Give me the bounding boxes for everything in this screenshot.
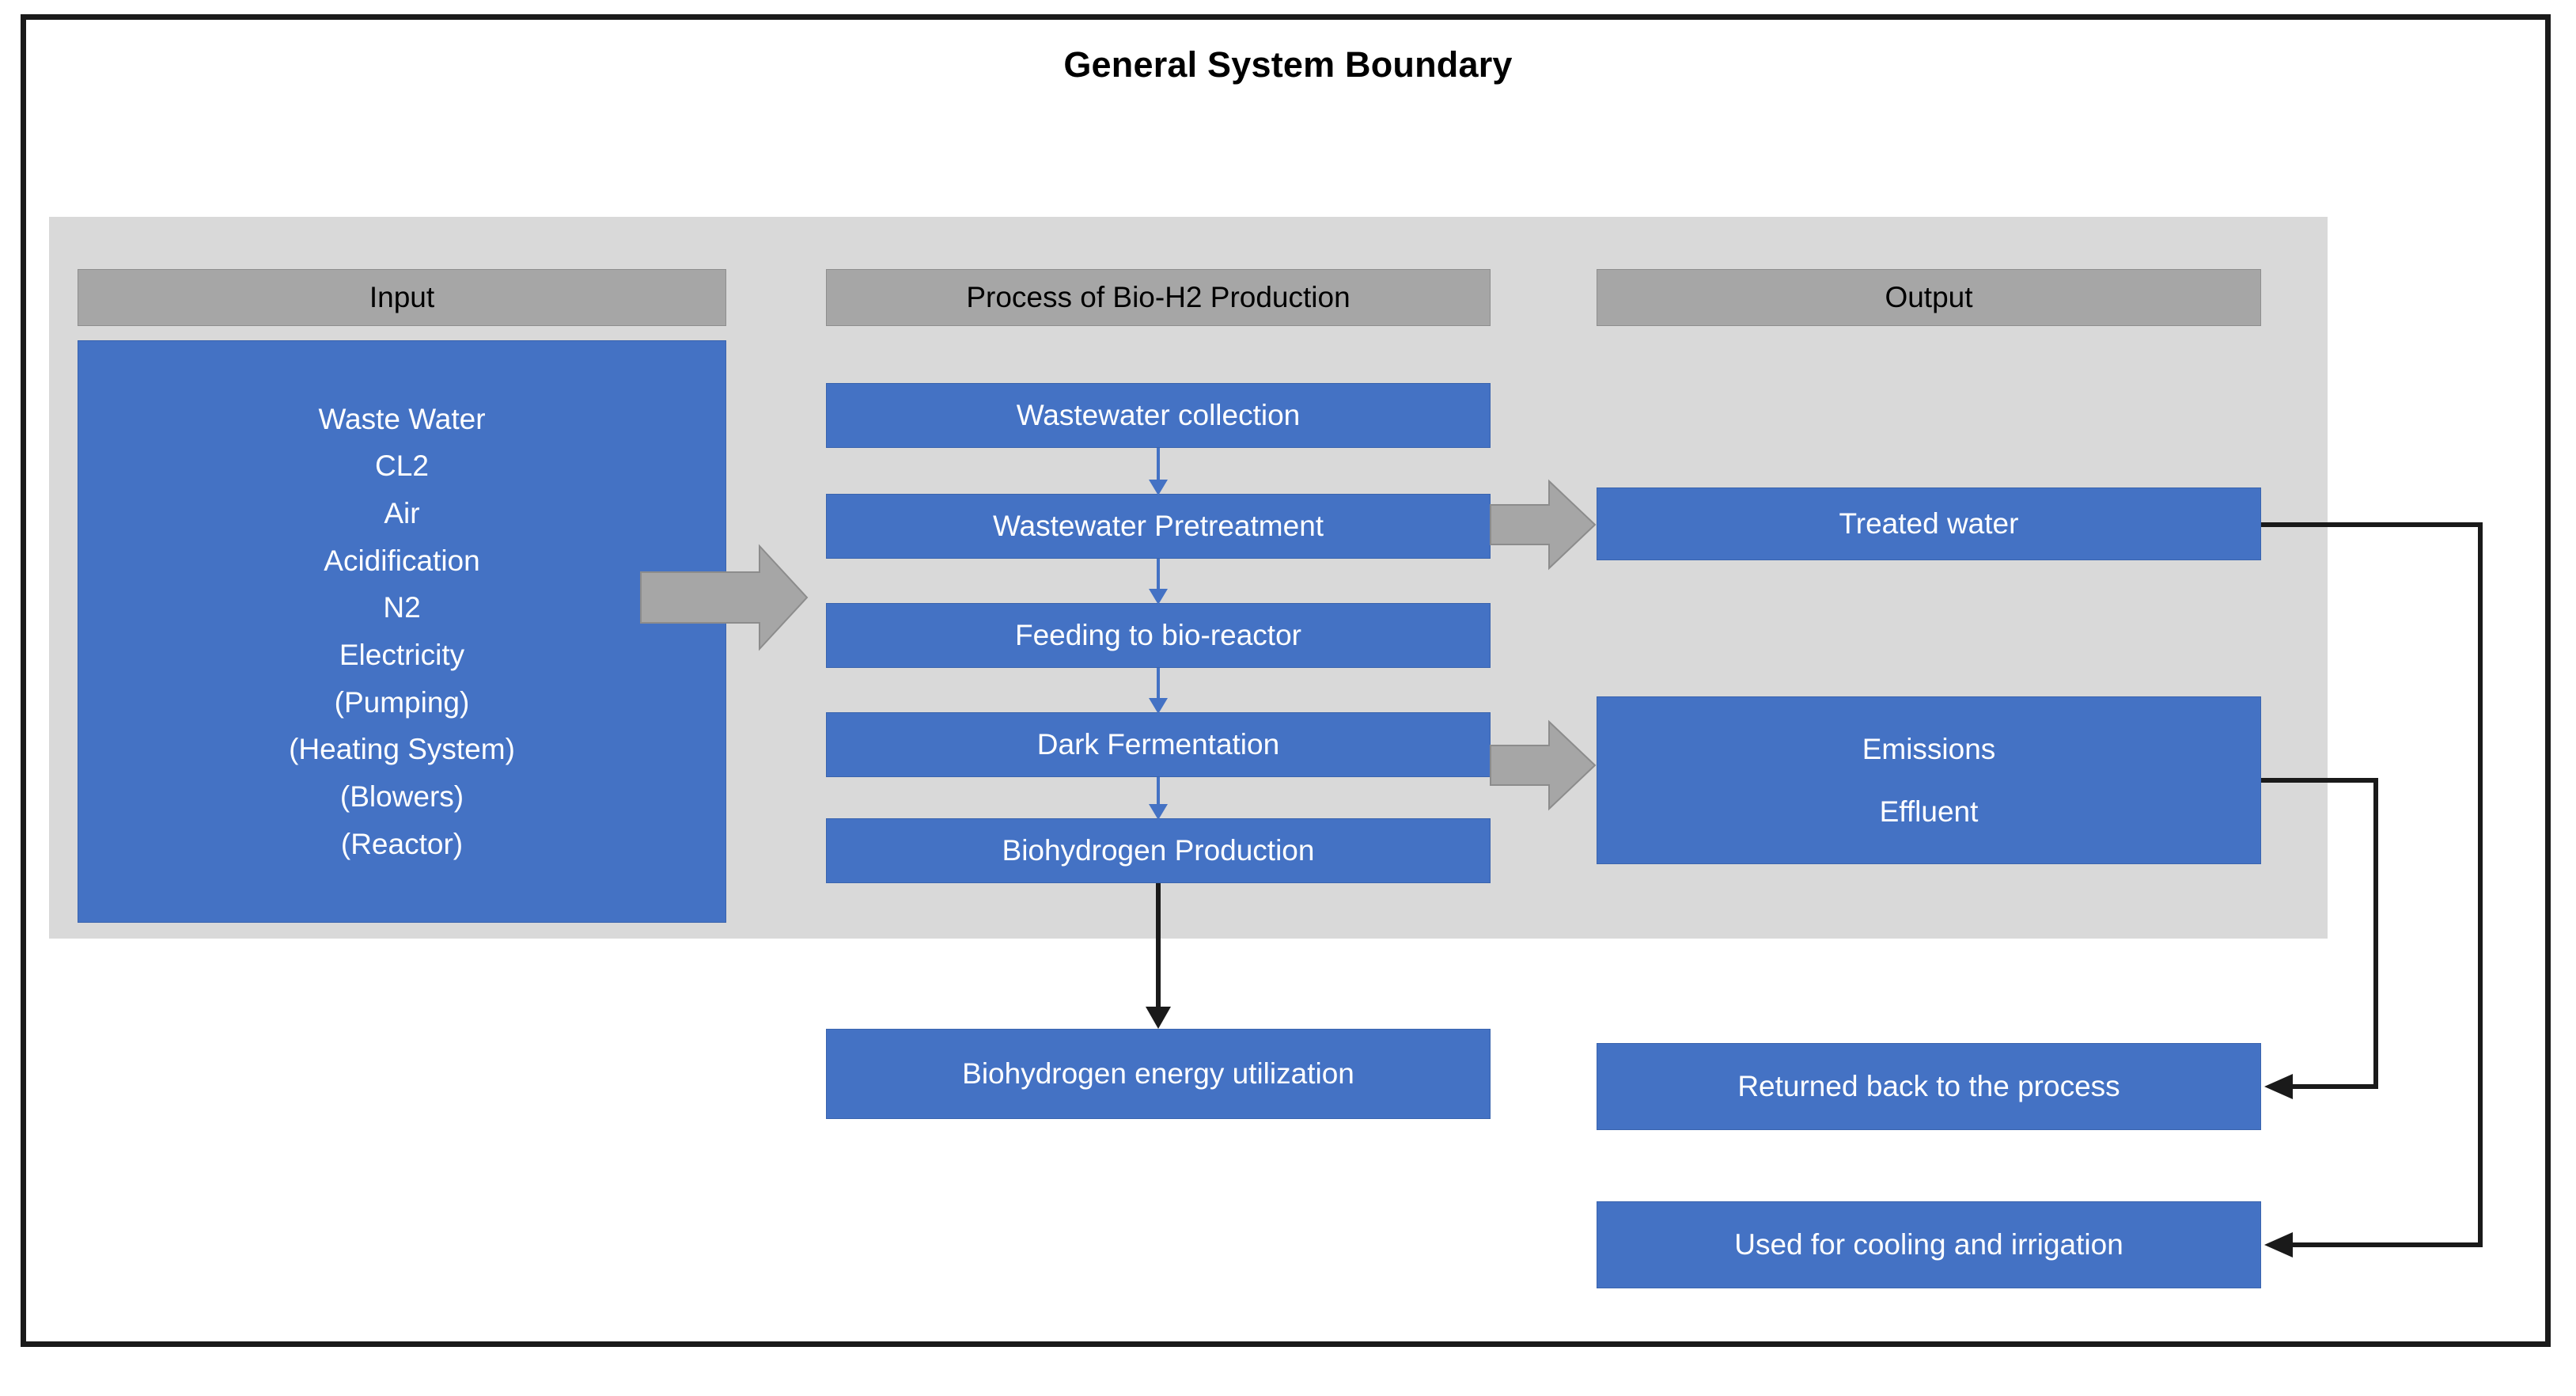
process-step-biohydrogen-production: Biohydrogen Production xyxy=(826,818,1491,883)
output-label-effluent: Effluent xyxy=(1879,795,1979,828)
process-step-feeding-to-bio-reactor: Feeding to bio-reactor xyxy=(826,603,1491,668)
input-item-reactor: (Reactor) xyxy=(340,827,464,860)
output-label-emissions: Emissions xyxy=(1862,732,1996,765)
process-step-wastewater-collection: Wastewater collection xyxy=(826,383,1491,448)
output-box-treated-water: Treated water xyxy=(1597,487,2261,560)
input-item-acidification: Acidification xyxy=(324,544,480,577)
downstream-box-used-for-cooling-and-irrigation: Used for cooling and irrigation xyxy=(1597,1201,2261,1288)
input-item-electricity: Electricity xyxy=(339,639,465,671)
input-item-pumping: (Pumping) xyxy=(334,685,470,719)
input-item-heating-system: (Heating System) xyxy=(289,733,515,766)
input-item-blowers: (Blowers) xyxy=(339,780,464,813)
column-header-input: Input xyxy=(78,269,726,326)
input-item-cl2: CL2 xyxy=(375,450,429,483)
input-item-waste-water: Waste Water xyxy=(318,402,486,435)
output-box-emissions-effluent: Emissions Effluent xyxy=(1597,696,2261,864)
process-step-wastewater-pretreatment: Wastewater Pretreatment xyxy=(826,494,1491,559)
column-header-output: Output xyxy=(1597,269,2261,326)
diagram-title: General System Boundary xyxy=(1063,44,1513,85)
input-item-air: Air xyxy=(384,497,420,530)
process-step-dark-fermentation: Dark Fermentation xyxy=(826,712,1491,777)
input-items-box: Waste Water CL2 Air Acidification N2 Ele… xyxy=(78,340,726,923)
downstream-box-returned-back-to-process: Returned back to the process xyxy=(1597,1043,2261,1130)
downstream-box-biohydrogen-energy-utilization: Biohydrogen energy utilization xyxy=(826,1029,1491,1119)
column-header-process: Process of Bio-H2 Production xyxy=(826,269,1491,326)
input-item-n2: N2 xyxy=(383,591,421,624)
